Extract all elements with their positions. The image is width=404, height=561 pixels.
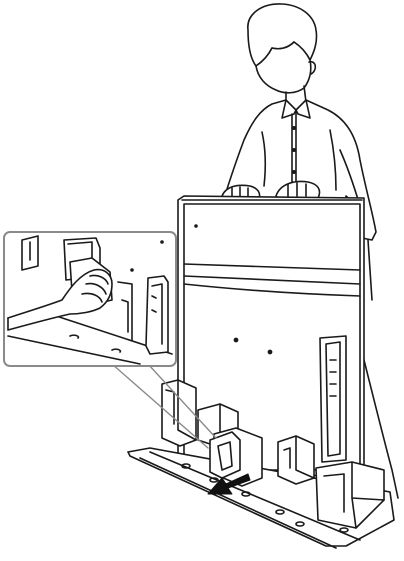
vesa-hole <box>268 350 271 353</box>
shirt-button <box>293 171 295 173</box>
tv-mark <box>195 225 197 227</box>
shirt-button <box>293 127 295 129</box>
callout-mark <box>131 269 133 271</box>
callout-block-left <box>22 236 38 270</box>
callout-post-right <box>146 276 168 354</box>
person-leg <box>364 240 398 498</box>
callout-mark <box>161 241 163 243</box>
shirt-button <box>293 149 295 151</box>
tray-latch[interactable] <box>210 432 240 478</box>
vesa-hole <box>234 338 237 341</box>
